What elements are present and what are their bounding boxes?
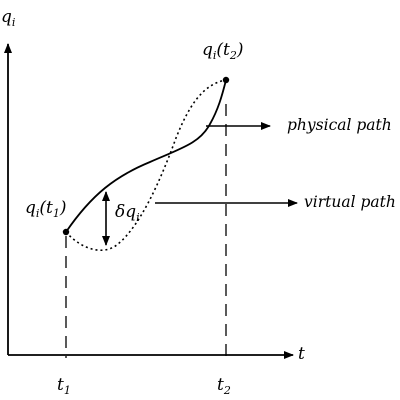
y-axis-label: qi [1,7,15,29]
end-point-label-close: ) [236,40,244,60]
start-point-label-close: ) [59,198,67,218]
variation-label: δqi [115,202,140,224]
virtual-path-curve [65,79,227,252]
tick-label-t1: t1 [57,375,71,397]
end-point-label-sub: i [213,49,217,62]
tick-label-t1-sub: 1 [64,384,71,397]
y-axis-label-sub: i [12,16,16,29]
virtual-path-label: virtual path [304,193,396,211]
tick-label-t2-sub: 2 [223,384,231,397]
end-point-label: qi(t2) [202,40,244,62]
variation-label-sub: i [136,211,140,224]
start-point-label-arg: (t [39,198,53,218]
end-point-label-arg-sub: 2 [229,49,237,62]
start-point [62,228,70,236]
tick-label-t1-main: t [57,375,64,395]
start-point-label-main: q [25,198,36,218]
start-point-label-sub: i [36,207,40,220]
y-axis-label-main: q [1,7,12,27]
physical-path-curve [65,79,227,233]
end-point-label-arg: (t [216,40,230,60]
x-axis-label: t [298,344,305,364]
tick-label-t2: t2 [217,375,231,397]
variation-label-main: δq [115,202,136,222]
end-point-label-main: q [202,40,213,60]
start-point-label: qi(t1) [25,198,67,220]
physical-path-label: physical path [287,116,392,134]
start-point-label-arg-sub: 1 [53,207,60,220]
tick-label-t2-main: t [217,375,224,395]
end-point [222,76,230,84]
